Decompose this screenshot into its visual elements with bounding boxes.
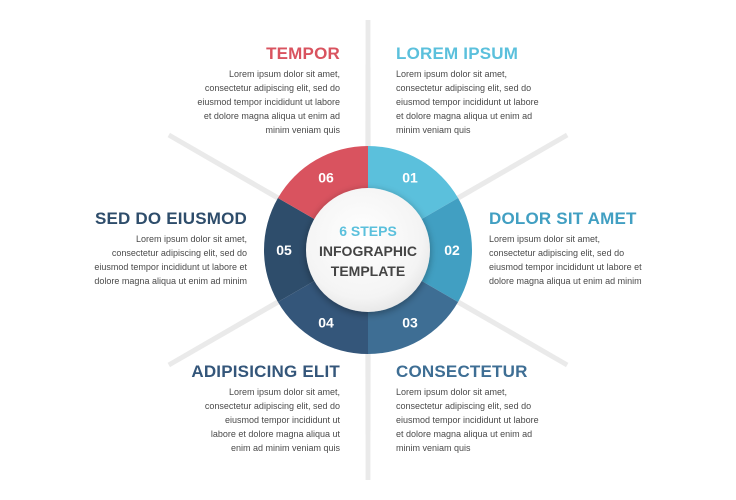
divider-ray (167, 297, 283, 368)
segment-number-02: 02 (444, 242, 460, 258)
text-line: Lorem ipsum dolor sit amet, (228, 69, 340, 79)
center-line-2: INFOGRAPHIC (319, 243, 417, 259)
center-circle (306, 188, 430, 312)
step-title-tempor: TEMPOR (266, 44, 340, 63)
step-title-lorem-ipsum: LOREM IPSUM (396, 44, 519, 63)
segment-number-04: 04 (318, 315, 334, 331)
step-block-consectetur: CONSECTETUR Lorem ipsum dolor sit amet, … (396, 362, 696, 456)
divider-rays (167, 20, 569, 480)
segment-03 (368, 280, 459, 354)
step-block-lorem-ipsum: LOREM IPSUM Lorem ipsum dolor sit amet, … (396, 44, 696, 138)
step-title-dolor-sit-amet: DOLOR SIT AMET (489, 209, 637, 228)
text-line: consectetur adipiscing elit, sed do (489, 247, 625, 258)
step-text-lorem-ipsum: Lorem ipsum dolor sit amet, consectetur … (396, 68, 696, 138)
text-line: consectetur adipiscing elit, sed do (204, 400, 340, 411)
text-line: dolore magna aliqua ut enim ad minim (94, 275, 247, 286)
segment-number-03: 03 (402, 315, 418, 331)
text-line: eiusmod tempor incididunt ut labore et (489, 261, 642, 272)
text-line: et dolore magna aliqua ut enim ad (396, 428, 533, 439)
step-title-sed-do-eiusmod: SED DO EIUSMOD (94, 209, 247, 228)
text-line: dolore magna aliqua ut enim ad minim (489, 275, 642, 286)
divider-ray (365, 349, 371, 480)
segment-06 (277, 146, 368, 220)
step-title-consectetur: CONSECTETUR (396, 362, 528, 381)
text-line: eiusmod tempor incididunt ut labore (396, 414, 539, 425)
step-title-adipisicing-elit: ADIPISICING ELIT (191, 362, 340, 381)
text-line: Lorem ipsum dolor sit amet, (228, 387, 340, 397)
center-line-1: 6 STEPS (339, 223, 397, 239)
segment-number-01: 01 (402, 169, 418, 185)
text-line: minim veniam quis (396, 124, 471, 135)
text-line: Lorem ipsum dolor sit amet, (135, 234, 247, 244)
text-line: Lorem ipsum dolor sit amet, (396, 387, 508, 397)
text-line: enim ad minim veniam quis (230, 442, 340, 453)
text-line: Lorem ipsum dolor sit amet, (489, 234, 601, 244)
text-line: consectetur adipiscing elit, sed do (396, 82, 532, 93)
text-line: eiusmod tempor incididunt ut labore et (94, 261, 247, 272)
step-block-tempor: TEMPOR Lorem ipsum dolor sit amet, conse… (40, 44, 340, 138)
step-block-sed-do-eiusmod: SED DO EIUSMOD Lorem ipsum dolor sit ame… (0, 209, 247, 289)
text-line: Lorem ipsum dolor sit amet, (396, 69, 508, 79)
text-line: consectetur adipiscing elit, sed do (204, 82, 340, 93)
text-line: eiusmod tempor incididunt ut labore (197, 96, 340, 107)
segment-ring: 01 02 03 04 05 06 (264, 146, 472, 354)
segment-01 (368, 146, 459, 220)
text-line: eiusmod tempor incididunt ut labore (396, 96, 539, 107)
text-line: labore et dolore magna aliqua ut (210, 428, 340, 439)
text-line: minim veniam quis (265, 124, 340, 135)
segment-number-05: 05 (276, 242, 292, 258)
divider-ray (453, 132, 569, 203)
step-block-adipisicing-elit: ADIPISICING ELIT Lorem ipsum dolor sit a… (40, 362, 340, 456)
segment-number-06: 06 (318, 169, 334, 185)
segment-04 (277, 280, 368, 354)
center-line-3: TEMPLATE (331, 263, 405, 279)
text-line: minim veniam quis (396, 442, 471, 453)
segment-05 (264, 198, 317, 302)
divider-ray (167, 132, 283, 203)
text-line: et dolore magna aliqua ut enim ad (396, 110, 533, 121)
text-line: eiusmod tempor incididunt ut (224, 414, 340, 425)
segment-02 (419, 198, 472, 302)
divider-ray (365, 20, 371, 151)
step-text-dolor-sit-amet: Lorem ipsum dolor sit amet, consectetur … (489, 233, 736, 289)
text-line: consectetur adipiscing elit, sed do (111, 247, 247, 258)
step-text-sed-do-eiusmod: Lorem ipsum dolor sit amet, consectetur … (0, 233, 247, 289)
text-line: et dolore magna aliqua ut enim ad (203, 110, 340, 121)
step-text-consectetur: Lorem ipsum dolor sit amet, consectetur … (396, 386, 696, 456)
step-text-tempor: Lorem ipsum dolor sit amet, consectetur … (40, 68, 340, 138)
divider-ray (453, 297, 569, 368)
step-text-adipisicing-elit: Lorem ipsum dolor sit amet, consectetur … (40, 386, 340, 456)
text-line: consectetur adipiscing elit, sed do (396, 400, 532, 411)
step-block-dolor-sit-amet: DOLOR SIT AMET Lorem ipsum dolor sit ame… (489, 209, 736, 289)
